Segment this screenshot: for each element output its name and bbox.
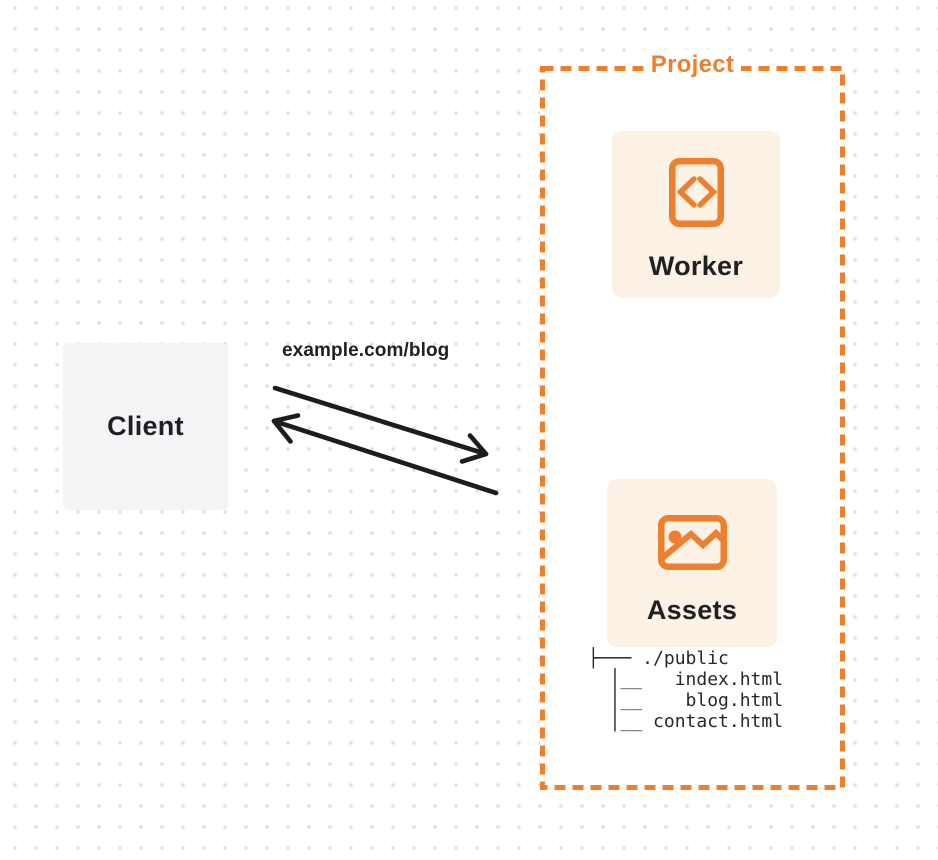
project-label: Project (643, 49, 742, 81)
assets-node: Assets (607, 479, 777, 647)
assets-label: Assets (646, 595, 738, 625)
client-node: Client (63, 343, 228, 510)
project-group: Project (540, 49, 845, 81)
worker-label: Worker (648, 251, 744, 281)
worker-node: Worker (612, 131, 780, 298)
client-label: Client (107, 411, 184, 441)
image-icon (657, 515, 727, 570)
request-arrow (272, 385, 489, 464)
request-url-label: example.com/blog (282, 340, 450, 361)
code-brackets-document-icon (668, 158, 724, 227)
response-arrow (271, 413, 499, 496)
assets-file-tree: ├─── ./public │__ index.html │__ blog.ht… (588, 648, 784, 732)
